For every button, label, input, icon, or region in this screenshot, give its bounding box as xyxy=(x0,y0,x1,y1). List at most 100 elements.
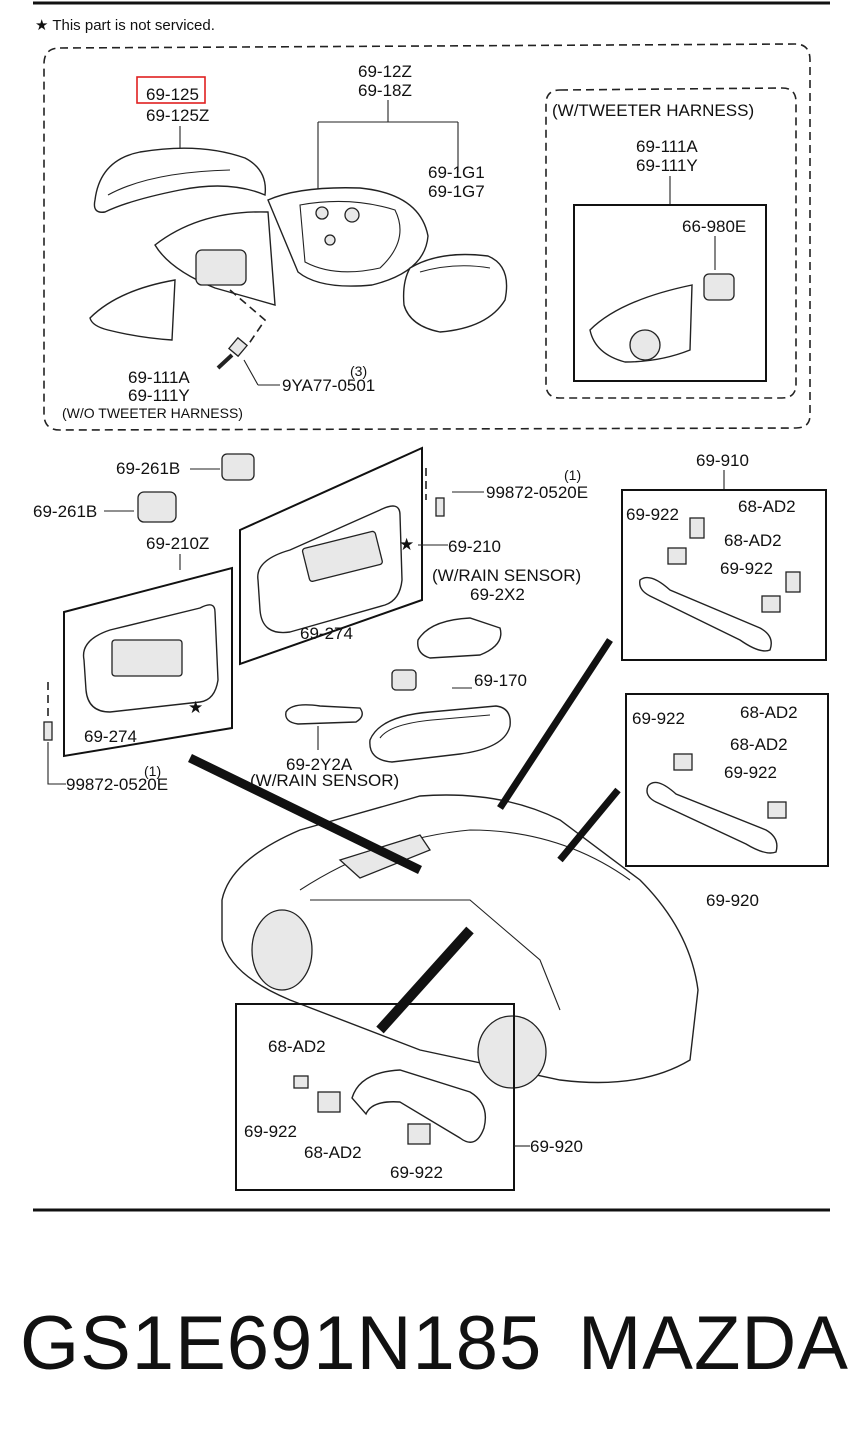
tweeter-section-border xyxy=(545,87,797,399)
motor-part-3 xyxy=(324,234,336,246)
car-wheel-rear xyxy=(477,1015,547,1089)
part-label-69-125[interactable]: 69-125 xyxy=(146,85,199,104)
footer-brand: MAZDA xyxy=(578,1301,849,1386)
rain-sensor-label-1: (W/RAIN SENSOR) xyxy=(432,566,581,585)
screw-left-leader xyxy=(47,742,66,785)
part-label-69-274-left[interactable]: 69-274 xyxy=(84,727,137,746)
visor-right-box xyxy=(239,446,423,666)
part-label-69-922-a[interactable]: 69-922 xyxy=(626,505,679,524)
visor-left-mirror xyxy=(111,639,183,677)
part-label-68-ad2-a[interactable]: 68-AD2 xyxy=(738,497,796,516)
part-label-69-261b-b[interactable]: 69-261B xyxy=(33,502,97,521)
grip-bottom-clip-a xyxy=(293,1075,309,1089)
part-label-69-922-c[interactable]: 69-922 xyxy=(632,709,685,728)
mirror-cover-shape xyxy=(93,147,267,213)
part-label-69-920-bottom[interactable]: 69-920 xyxy=(530,1137,583,1156)
mirror-base-window xyxy=(195,249,247,286)
screw-left-shape xyxy=(43,721,53,741)
grip-bottom-cap-a xyxy=(317,1091,341,1113)
part-label-99872-right[interactable]: 99872-0520E xyxy=(486,483,588,502)
part-label-69-922-f[interactable]: 69-922 xyxy=(390,1163,443,1182)
part-label-9ya77-0501[interactable]: 9YA77-0501 xyxy=(282,376,375,395)
grip-mid-shape xyxy=(646,781,778,854)
bolt-shaft xyxy=(216,353,234,370)
screw-right-qty: (1) xyxy=(564,467,581,483)
mirror-glass-edge xyxy=(419,265,491,273)
part-label-69-2y2a[interactable]: 69-2Y2A xyxy=(286,755,353,774)
star-left: ★ xyxy=(188,698,203,717)
part-label-69-922-d[interactable]: 69-922 xyxy=(724,763,777,782)
grip-top-shape xyxy=(639,576,772,652)
part-label-69-111a[interactable]: 69-111A xyxy=(128,368,190,387)
grip-bottom-shape xyxy=(351,1069,487,1143)
mirror-cover-edge xyxy=(107,169,231,196)
rain-sensor-label-2: (W/RAIN SENSOR) xyxy=(250,771,399,790)
part-label-69-1g1[interactable]: 69-1G1 xyxy=(428,163,485,182)
part-label-69-920-mid[interactable]: 69-920 xyxy=(706,891,759,910)
pointer-stroke-a xyxy=(188,753,422,875)
part-label-68-ad2-d[interactable]: 68-AD2 xyxy=(730,735,788,754)
grip-bottom-cap-b xyxy=(407,1123,431,1145)
screw-right-shape xyxy=(435,497,445,517)
part-label-69-170[interactable]: 69-170 xyxy=(474,671,527,690)
grip-top-cap-a xyxy=(667,547,687,565)
part-label-69-922-e[interactable]: 69-922 xyxy=(244,1122,297,1141)
part-label-69-1g7[interactable]: 69-1G7 xyxy=(428,182,485,201)
clip-a-shape xyxy=(221,453,255,481)
part-label-69-18z[interactable]: 69-18Z xyxy=(358,81,412,100)
sensor-cover-shape xyxy=(417,617,502,659)
part-label-69-125z[interactable]: 69-125Z xyxy=(146,106,209,125)
motor-part xyxy=(315,206,329,220)
part-label-68-ad2-c[interactable]: 68-AD2 xyxy=(740,703,798,722)
grip-mid-box xyxy=(625,693,829,867)
tweeter-box xyxy=(573,204,767,382)
assy-bracket xyxy=(317,100,459,190)
sensor-cover-2-shape xyxy=(285,704,363,725)
part-label-69-12z[interactable]: 69-12Z xyxy=(358,62,412,81)
bolt-guide-dash xyxy=(229,289,267,346)
pointer-stroke-b xyxy=(497,638,613,810)
part-label-66-980e[interactable]: 66-980E xyxy=(682,217,746,236)
part-label-68-ad2-f[interactable]: 68-AD2 xyxy=(304,1143,362,1162)
visor-left-box xyxy=(63,566,233,758)
car-door-line xyxy=(310,899,561,1011)
mirror-mount xyxy=(391,669,417,691)
part-label-69-910[interactable]: 69-910 xyxy=(696,451,749,470)
mirror-housing-inner xyxy=(299,200,401,273)
part-label-68-ad2-b[interactable]: 68-AD2 xyxy=(724,531,782,550)
car-wheel-front xyxy=(251,909,313,991)
garnish-shape xyxy=(89,279,176,341)
grip-top-clip-b xyxy=(785,571,801,593)
part-label-69-261b-a[interactable]: 69-261B xyxy=(116,459,180,478)
mirror-glass-shape xyxy=(402,253,508,333)
bolt-leader xyxy=(243,359,259,386)
screw-left-qty: (1) xyxy=(144,763,161,779)
part-label-tweeter-garnish-y[interactable]: 69-111Y xyxy=(636,156,698,175)
wo-tweeter-label: (W/O TWEETER HARNESS) xyxy=(62,405,243,421)
part-label-69-922-b[interactable]: 69-922 xyxy=(720,559,773,578)
grip-top-clip-a xyxy=(689,517,705,539)
part-label-69-274-right[interactable]: 69-274 xyxy=(300,624,353,643)
visor-right-mirror xyxy=(301,530,383,582)
mirror-section-border xyxy=(43,43,811,431)
bolt-qty: (3) xyxy=(350,363,367,379)
part-label-69-210z[interactable]: 69-210Z xyxy=(146,534,209,553)
part-label-69-2x2[interactable]: 69-2X2 xyxy=(470,585,525,604)
interior-section: 69-261B 69-261B 69-210Z 69-274 ★ 99872-0… xyxy=(33,446,829,1191)
part-label-tweeter-garnish-a[interactable]: 69-111A xyxy=(636,137,698,156)
part-label-69-210[interactable]: 69-210 xyxy=(448,537,501,556)
grip-mid-cap-b xyxy=(767,801,787,819)
tweeter-unit xyxy=(703,273,735,301)
rearview-mirror-edge xyxy=(379,714,491,739)
part-label-99872-left[interactable]: 99872-0520E xyxy=(66,775,168,794)
tweeter-speaker xyxy=(629,329,661,361)
part-label-69-111y[interactable]: 69-111Y xyxy=(128,386,190,405)
part-label-68-ad2-e[interactable]: 68-AD2 xyxy=(268,1037,326,1056)
footer-part-number: GS1E691N185 xyxy=(20,1301,543,1386)
clip-b-shape xyxy=(137,491,177,523)
bolt-head xyxy=(227,336,249,358)
pointer-stroke-d xyxy=(376,926,474,1034)
grip-bottom-box xyxy=(235,1003,515,1191)
motor-part-2 xyxy=(344,207,360,223)
